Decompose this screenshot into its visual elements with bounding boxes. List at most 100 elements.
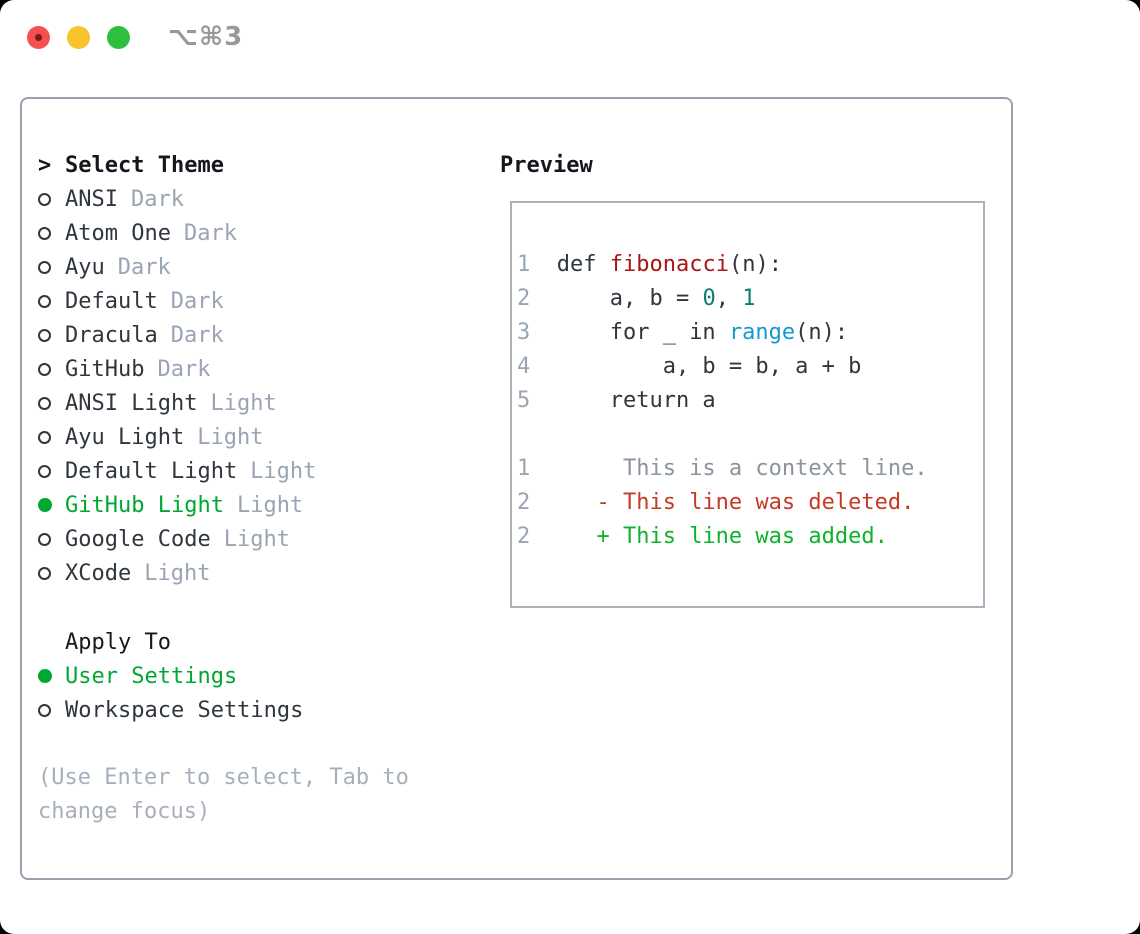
code-line: 5 return a bbox=[517, 384, 983, 418]
radio-icon bbox=[38, 260, 51, 274]
radio-icon bbox=[38, 362, 51, 376]
theme-name: Atom One bbox=[65, 220, 171, 246]
theme-variant: Light bbox=[197, 424, 264, 450]
theme-option-ansi-light[interactable]: ANSI Light Light bbox=[38, 386, 316, 420]
preview-title: Preview bbox=[500, 152, 593, 178]
select-theme-header: > Select Theme bbox=[38, 148, 316, 182]
select-theme-title: Select Theme bbox=[65, 152, 224, 178]
theme-option-atom-one[interactable]: Atom One Dark bbox=[38, 216, 316, 250]
theme-variant: Dark bbox=[183, 220, 237, 246]
theme-variant: Light bbox=[250, 458, 317, 484]
window-title-shortcut: ⌥⌘3 bbox=[168, 22, 244, 52]
theme-option-github[interactable]: GitHub Dark bbox=[38, 352, 316, 386]
code-line bbox=[517, 418, 983, 452]
theme-name: Ayu Light bbox=[65, 424, 185, 450]
theme-option-ansi[interactable]: ANSI Dark bbox=[38, 182, 316, 216]
theme-variant: Light bbox=[236, 492, 304, 518]
radio-icon bbox=[38, 566, 51, 580]
theme-option-xcode[interactable]: XCode Light bbox=[38, 556, 316, 590]
zoom-button[interactable] bbox=[107, 26, 130, 49]
radio-selected-icon bbox=[38, 498, 52, 512]
theme-name: Dracula bbox=[65, 322, 158, 348]
theme-variant: Light bbox=[210, 390, 277, 416]
code-token-ln: 2 bbox=[517, 490, 531, 515]
keyboard-hint: (Use Enter to select, Tab to change focu… bbox=[38, 765, 409, 824]
theme-variant: Dark bbox=[170, 322, 224, 348]
radio-icon bbox=[38, 294, 51, 308]
prompt-marker: > bbox=[38, 152, 52, 178]
apply-to-header: Apply To bbox=[38, 625, 303, 659]
close-button[interactable] bbox=[27, 26, 50, 49]
code-token-code: def bbox=[530, 252, 610, 277]
theme-name: Ayu bbox=[65, 254, 105, 280]
code-token-code: a, b = b, a + b bbox=[530, 354, 862, 379]
code-line: 1 This is a context line. bbox=[517, 452, 983, 486]
theme-option-github-light[interactable]: GitHub Light Light bbox=[38, 488, 316, 522]
code-token-func: fibonacci bbox=[609, 252, 729, 277]
theme-variant: Dark bbox=[170, 288, 224, 314]
radio-icon bbox=[38, 532, 51, 546]
code-token-code: (n): bbox=[795, 320, 849, 345]
code-token-code: return a bbox=[530, 388, 716, 413]
code-token-deleted: - This line was deleted. bbox=[530, 490, 915, 515]
apply-option-label: User Settings bbox=[65, 663, 238, 689]
radio-icon bbox=[38, 192, 51, 206]
radio-icon bbox=[38, 464, 51, 478]
theme-name: ANSI Light bbox=[65, 390, 198, 416]
radio-icon bbox=[38, 703, 51, 717]
code-token-code: a, b = bbox=[530, 286, 703, 311]
theme-option-ayu-light[interactable]: Ayu Light Light bbox=[38, 420, 316, 454]
code-token-ln: 2 bbox=[517, 524, 531, 549]
code-token-code: for _ in bbox=[530, 320, 729, 345]
theme-option-dracula[interactable]: Dracula Dark bbox=[38, 318, 316, 352]
theme-variant: Dark bbox=[130, 186, 184, 212]
code-line: 1 def fibonacci(n): bbox=[517, 248, 983, 282]
theme-variant: Light bbox=[223, 526, 290, 552]
code-line: 2 + This line was added. bbox=[517, 520, 983, 554]
theme-name: Default bbox=[65, 288, 158, 314]
radio-icon bbox=[38, 226, 51, 240]
code-token-code: , bbox=[715, 286, 743, 311]
theme-variant: Light bbox=[144, 560, 211, 586]
apply-to-title: Apply To bbox=[65, 629, 171, 655]
code-token-ln: 1 bbox=[517, 252, 531, 277]
theme-option-default[interactable]: Default Dark bbox=[38, 284, 316, 318]
code-line: 3 for _ in range(n): bbox=[517, 316, 983, 350]
radio-icon bbox=[38, 328, 51, 342]
apply-option-label: Workspace Settings bbox=[65, 697, 304, 723]
radio-selected-icon bbox=[38, 669, 52, 683]
apply-option-user-settings[interactable]: User Settings bbox=[38, 659, 303, 693]
radio-icon bbox=[38, 396, 51, 410]
code-token-ln: 1 bbox=[517, 456, 531, 481]
theme-name: XCode bbox=[65, 560, 132, 586]
theme-name: GitHub Light bbox=[65, 492, 224, 518]
code-token-ln: 5 bbox=[517, 388, 531, 413]
code-token-context: This is a context line. bbox=[530, 456, 928, 481]
theme-name: GitHub bbox=[65, 356, 145, 382]
theme-variant: Dark bbox=[157, 356, 211, 382]
theme-option-google-code[interactable]: Google Code Light bbox=[38, 522, 316, 556]
code-line: 2 a, b = 0, 1 bbox=[517, 282, 983, 316]
minimize-button[interactable] bbox=[67, 26, 90, 49]
code-token-ln: 2 bbox=[517, 286, 531, 311]
theme-name: Google Code bbox=[65, 526, 211, 552]
apply-option-workspace-settings[interactable]: Workspace Settings bbox=[38, 693, 303, 727]
preview-header: Preview bbox=[500, 148, 593, 182]
close-dot-icon bbox=[35, 34, 42, 41]
theme-name: ANSI bbox=[65, 186, 118, 212]
code-line: 4 a, b = b, a + b bbox=[517, 350, 983, 384]
code-line: 2 - This line was deleted. bbox=[517, 486, 983, 520]
code-token-ln: 3 bbox=[517, 320, 531, 345]
code-token-ln: 4 bbox=[517, 354, 531, 379]
code-token-num: 0 bbox=[702, 286, 716, 311]
code-token-added: + This line was added. bbox=[530, 524, 888, 549]
